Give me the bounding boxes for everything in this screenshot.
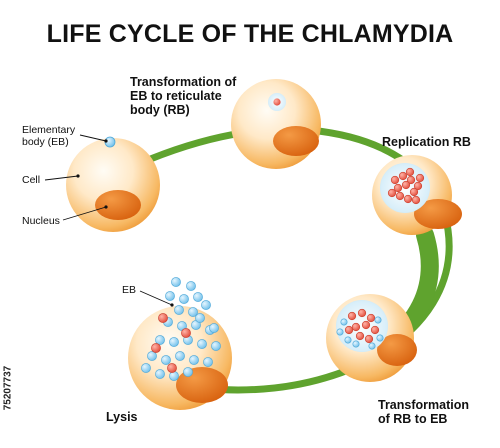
pointer-cell <box>44 175 79 181</box>
elementary-body <box>203 357 213 367</box>
reticulate-body <box>151 343 161 353</box>
released-elementary-bodies <box>141 277 221 381</box>
label-replication: Replication RB <box>382 135 471 149</box>
elementary-body <box>169 337 179 347</box>
reticulate-body <box>406 175 416 185</box>
pointer-eb <box>139 290 173 306</box>
reticulate-body <box>395 191 405 201</box>
label-cell: Cell <box>22 174 41 186</box>
reticulate-body <box>415 173 425 183</box>
reticulate-body <box>413 181 423 191</box>
reticulate-body <box>403 194 413 204</box>
elementary-body <box>374 316 382 324</box>
reticulate-body <box>344 325 354 335</box>
reticulate-body <box>351 322 361 332</box>
reticulate-body <box>357 308 367 318</box>
reticulate-body <box>409 187 419 197</box>
pointer-elementary-body <box>79 134 107 142</box>
nucleus-3 <box>414 199 462 229</box>
reticulate-body <box>398 171 408 181</box>
label-elementary-body: Elementary body (EB) <box>22 124 76 148</box>
elementary-body <box>201 300 211 310</box>
label-transformation-rb-eb: Transformation of RB to EB <box>378 398 469 426</box>
reticulate-body <box>411 195 421 205</box>
elementary-body <box>147 351 157 361</box>
reticulate-body <box>355 331 365 341</box>
reticulate-body <box>390 175 400 185</box>
label-eb: EB <box>122 284 137 296</box>
elementary-body <box>179 294 189 304</box>
elementary-body <box>340 318 348 326</box>
stock-watermark: 75207737 <box>2 365 14 411</box>
stage-attachment <box>66 136 160 232</box>
reticulate-body <box>364 334 374 344</box>
reticulate-body <box>387 188 397 198</box>
nucleus-1 <box>95 190 141 220</box>
elementary-body <box>195 313 205 323</box>
elementary-body <box>188 307 198 317</box>
reticulate-body <box>405 167 415 177</box>
reticulate-bodies-3 <box>387 167 425 205</box>
reticulate-body <box>361 320 371 330</box>
elementary-body <box>161 355 171 365</box>
pointer-dot-eb <box>170 303 174 307</box>
label-transformation-eb-rb: Transformation of EB to reticulate body … <box>130 75 237 117</box>
pointer-dot-elementary-body <box>104 139 108 143</box>
elementary-body <box>368 342 376 350</box>
elementary-body <box>174 305 184 315</box>
label-nucleus: Nucleus <box>22 215 60 227</box>
reticulate-body <box>393 183 403 193</box>
pointer-dot-nucleus <box>104 205 108 209</box>
elementary-body <box>169 371 179 381</box>
reticulate-body <box>181 328 191 338</box>
elementary-body <box>155 335 165 345</box>
elementary-body <box>189 355 199 365</box>
nucleus-4 <box>377 334 417 366</box>
elementary-body <box>193 292 203 302</box>
elementary-body <box>155 369 165 379</box>
elementary-body <box>197 339 207 349</box>
pointer-dot-cell <box>76 174 80 178</box>
stage-lysis <box>128 277 232 410</box>
pointer-nucleus <box>62 206 107 221</box>
diagram-title: LIFE CYCLE OF THE CHLAMYDIA <box>46 20 454 48</box>
reticulate-body <box>158 313 168 323</box>
elementary-body <box>165 291 175 301</box>
reticulate-body <box>347 311 357 321</box>
reticulate-body-2 <box>273 98 281 106</box>
stage-rb-to-eb <box>326 294 417 382</box>
label-lysis: Lysis <box>106 410 138 424</box>
elementary-body <box>344 336 352 344</box>
elementary-body <box>336 328 344 336</box>
elementary-body <box>183 367 193 377</box>
inclusion-vacuole-4 <box>336 300 388 352</box>
reticulate-body <box>167 363 177 373</box>
elementary-body <box>376 334 384 342</box>
elementary-body <box>141 363 151 373</box>
reticulate-body <box>366 313 376 323</box>
stage-eb-to-rb <box>231 79 321 169</box>
elementary-body <box>211 341 221 351</box>
elementary-body <box>352 340 360 348</box>
reticulate-body <box>370 325 380 335</box>
nucleus-2 <box>273 126 319 156</box>
elementary-body <box>175 351 185 361</box>
elementary-body <box>209 323 219 333</box>
elementary-body <box>171 277 181 287</box>
mixed-bodies-4 <box>336 308 384 350</box>
reticulate-body <box>401 180 411 190</box>
elementary-body <box>186 281 196 291</box>
stage-replication <box>372 155 462 235</box>
